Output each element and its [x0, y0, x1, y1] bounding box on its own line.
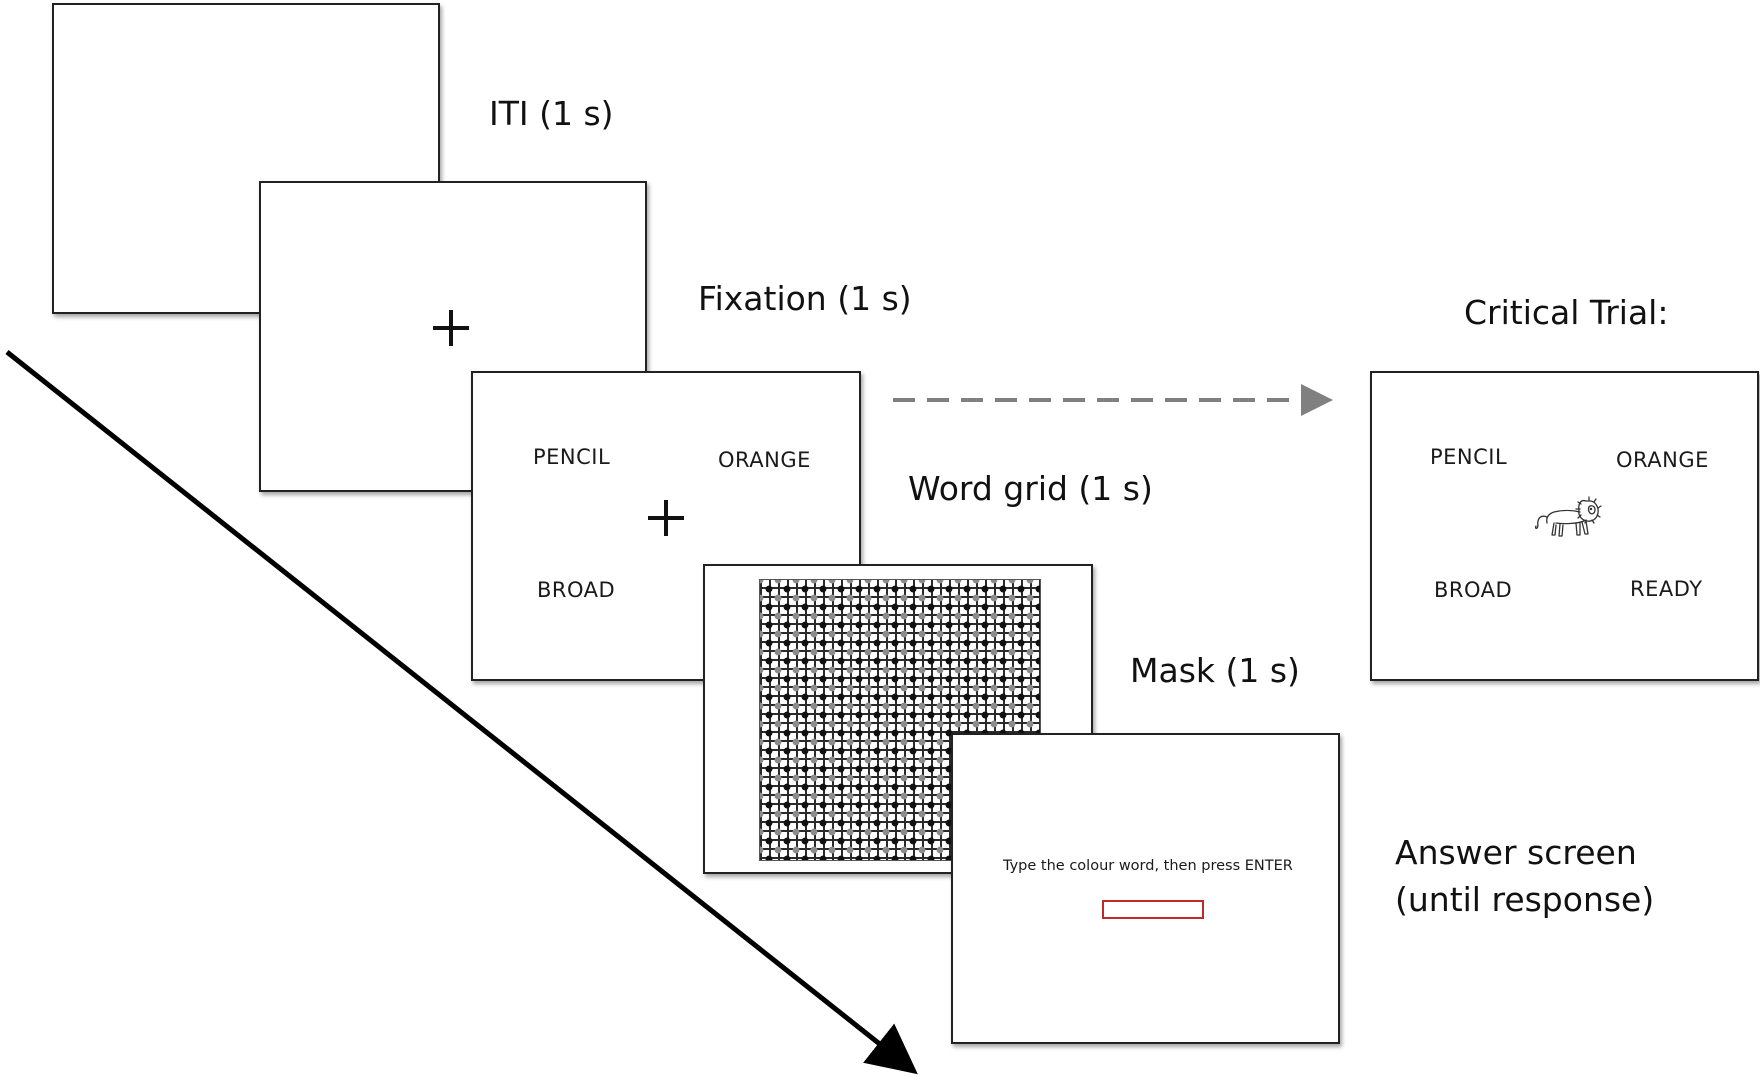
answer-label-line-1: Answer screen: [1395, 833, 1637, 872]
answer-label: Answer screen (until response): [1395, 829, 1654, 923]
fixation-label: Fixation (1 s): [698, 279, 912, 318]
critical-word-ready: READY: [1630, 577, 1703, 601]
time-arrow: [5, 350, 918, 1075]
answer-input-box[interactable]: [1102, 900, 1204, 919]
critical-trial-title: Critical Trial:: [1464, 293, 1669, 332]
word-grid-label: Word grid (1 s): [908, 469, 1153, 508]
answer-label-line-2: (until response): [1395, 880, 1655, 919]
answer-screen: [951, 733, 1340, 1044]
mask-label: Mask (1 s): [1130, 651, 1300, 690]
word-grid-screen: PENCIL ORANGE BROAD: [471, 371, 861, 681]
critical-word-orange: ORANGE: [1616, 448, 1709, 472]
word-grid-word-pencil: PENCIL: [533, 445, 611, 469]
critical-word-broad: BROAD: [1434, 578, 1513, 602]
word-grid-word-orange: ORANGE: [718, 448, 811, 472]
iti-label: ITI (1 s): [489, 94, 614, 133]
critical-trial-screen: PENCIL ORANGE BROAD READY: [1370, 371, 1759, 681]
fixation-cross-icon: [648, 500, 684, 536]
word-grid-word-broad: BROAD: [537, 578, 616, 602]
answer-prompt: Type the colour word, then press ENTER: [1003, 858, 1293, 874]
fixation-cross-icon: [433, 310, 469, 346]
lion-icon: [1534, 496, 1602, 537]
critical-word-pencil: PENCIL: [1430, 445, 1508, 469]
